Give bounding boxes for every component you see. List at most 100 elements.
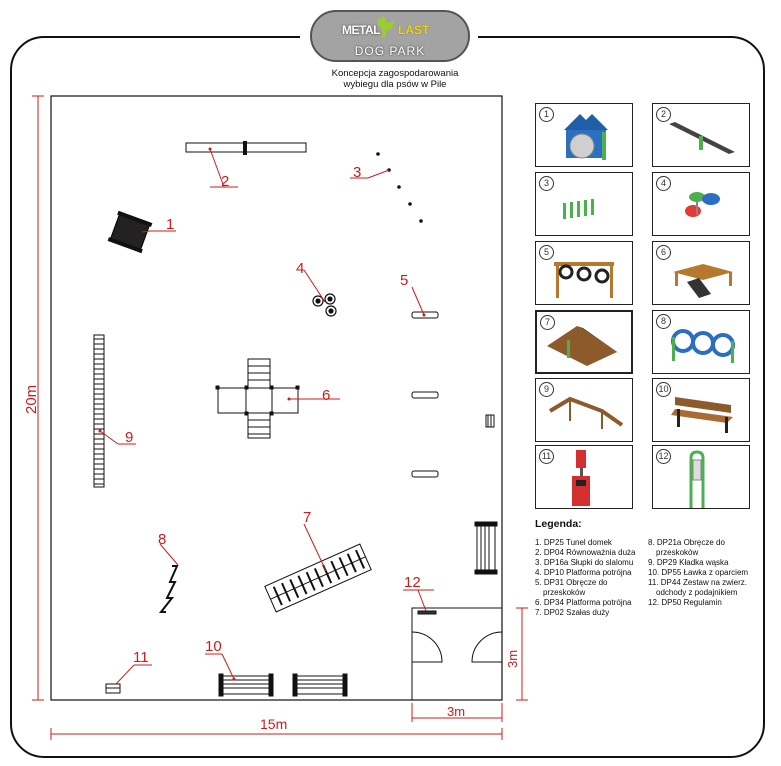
walkway-icon: [548, 396, 624, 429]
equipment-hoops-5: [411, 311, 439, 478]
tile-number: 3: [539, 176, 554, 191]
legend-item: 11. DP44 Zestaw na zwierz.: [648, 578, 748, 587]
equipment-triple-platform: [215, 358, 300, 439]
marker-2: 2: [221, 173, 229, 190]
dog-logo-icon: [378, 17, 394, 37]
legend-item-continued: odchody z podajnikiem: [656, 588, 738, 597]
tile-number: 6: [656, 245, 671, 260]
logo-last-text: LAST: [398, 23, 430, 37]
leader-7: [303, 523, 327, 572]
tile-number: 5: [539, 245, 554, 260]
legend-item: 9. DP29 Kładka wąska: [648, 558, 729, 567]
marker-5: 5: [400, 272, 408, 289]
hoops-icon: [554, 262, 614, 298]
subtitle-line-1: Koncepcja zagospodarowania: [331, 68, 459, 79]
marker-8: 8: [158, 531, 166, 548]
tile-triple-round: 4: [652, 172, 750, 236]
legend-title: Legenda:: [535, 518, 582, 530]
platform-icon: [673, 264, 733, 298]
marker-11: 11: [133, 649, 149, 666]
a-frame-icon: [547, 326, 623, 366]
tile-triple-platform: 6: [652, 241, 750, 305]
legend-item: 5. DP31 Obręcze do: [535, 578, 608, 587]
logo-metal-text: METAL: [342, 23, 380, 37]
zone-width-dimension: [411, 703, 503, 722]
plan-subtitle: Koncepcja zagospodarowania wybiegu dla p…: [310, 68, 480, 90]
legend-item-continued: przeskoków: [543, 588, 586, 597]
equipment-a-frame: [264, 543, 372, 613]
marker-6: 6: [322, 387, 330, 404]
zone-height-dimension: [516, 607, 528, 701]
equipment-triple-platform-round: [312, 293, 337, 317]
waste-station-icon: [572, 450, 590, 506]
tile-number: 9: [539, 382, 554, 397]
equipment-bench-right: [292, 673, 348, 697]
tile-slalom: 3: [535, 172, 633, 236]
leader-8: [159, 543, 179, 566]
leader-10: [221, 653, 235, 680]
metal-last-logo: METAL LAST DOG PARK: [310, 10, 470, 62]
legend-item: 1. DP25 Tunel domek: [535, 538, 612, 547]
tile-waste-station: 11: [535, 445, 633, 509]
equipment-balance-beam: [185, 141, 307, 155]
marker-12: 12: [404, 574, 421, 591]
tile-number: 11: [539, 449, 554, 464]
leader-3: [367, 169, 390, 179]
jump-hoops-icon: [671, 329, 735, 363]
tile-a-frame: 7: [535, 310, 633, 374]
marker-4: 4: [296, 260, 304, 277]
park-boundary: [50, 95, 503, 701]
equipment-waste-station: [105, 683, 121, 694]
legend-column-right: 8. DP21a Obręcze do przeskoków 9. DP29 K…: [648, 538, 760, 608]
height-label: 20m: [23, 385, 40, 414]
equipment-slalom-poles: [376, 152, 423, 223]
legend-item: 7. DP02 Szałas duży: [535, 608, 610, 617]
legend-item: 4. DP10 Platforma potrójna: [535, 568, 632, 577]
entrance-zone: [411, 607, 503, 701]
round-platforms-icon: [685, 192, 720, 217]
legend: Legenda: 1. DP25 Tunel domek 2. DP04 Rów…: [535, 518, 765, 617]
legend-column-left: 1. DP25 Tunel domek 2. DP04 Równoważnia …: [535, 538, 647, 618]
leader-12: [417, 589, 427, 612]
leader-11: [115, 664, 135, 685]
slalom-poles-icon: [563, 199, 594, 219]
width-label: 15m: [260, 716, 287, 732]
tile-number: 8: [656, 314, 671, 329]
zone-width-label: 3m: [447, 704, 465, 719]
tile-number: 7: [540, 315, 555, 330]
tile-number: 10: [656, 382, 671, 397]
legend-item: 10. DP55 Ławka z oparciem: [648, 568, 749, 577]
logo-dog-park-text: DOG PARK: [354, 44, 426, 58]
marker-3: 3: [353, 164, 361, 181]
legend-item: 12. DP50 Regulamin: [648, 598, 722, 607]
legend-item-continued: przeskoków: [656, 548, 699, 557]
equipment-narrow-walkway: [93, 334, 105, 488]
tile-balance-beam: 2: [652, 103, 750, 167]
marker-9: 9: [125, 429, 133, 446]
tile-hoops-5: 5: [535, 241, 633, 305]
leader-4: [303, 269, 326, 303]
width-dimension: [50, 728, 503, 740]
equipment-tunnel: [107, 210, 153, 254]
tile-jump-hoops: 8: [652, 310, 750, 374]
tile-number: 1: [539, 107, 554, 122]
zone-height-label: 3m: [505, 650, 520, 668]
tile-bench: 10: [652, 378, 750, 442]
tile-number: 2: [656, 107, 671, 122]
equipment-bench-vertical: [474, 521, 498, 575]
tile-number: 12: [656, 449, 671, 464]
legend-item: 2. DP04 Równoważnia duża: [535, 548, 636, 557]
tile-rules-board: 12: [652, 445, 750, 509]
rules-board-icon: [689, 450, 705, 508]
leader-2: [209, 148, 225, 188]
marker-10: 10: [205, 638, 222, 655]
tunnel-house-icon: [564, 114, 608, 160]
legend-item: 8. DP21a Obręcze do: [648, 538, 725, 547]
tile-tunnel: 1: [535, 103, 633, 167]
bench-icon: [671, 397, 733, 433]
leader-9: [99, 430, 119, 445]
tile-number: 4: [656, 176, 671, 191]
legend-item: 6. DP34 Platforma potrójna: [535, 598, 632, 607]
subtitle-line-2: wybiegu dla psów w Pile: [343, 79, 447, 90]
